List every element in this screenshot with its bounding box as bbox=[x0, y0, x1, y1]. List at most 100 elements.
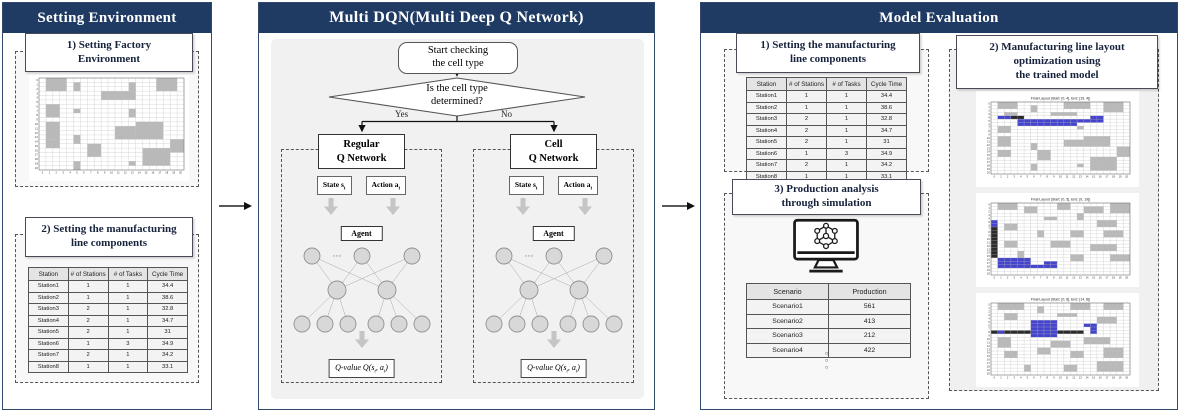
svg-text:17: 17 bbox=[1105, 174, 1108, 178]
column-header: Cycle Time bbox=[147, 267, 188, 281]
svg-text:15: 15 bbox=[145, 170, 148, 174]
svg-text:8: 8 bbox=[988, 129, 990, 133]
svg-text:5: 5 bbox=[1026, 275, 1028, 279]
svg-text:19: 19 bbox=[172, 170, 175, 174]
svg-text:6: 6 bbox=[988, 122, 990, 126]
column-header: Cycle Time bbox=[866, 77, 907, 91]
section-title-production-analysis: 3) Production analysis through simulatio… bbox=[732, 179, 921, 215]
svg-text:17: 17 bbox=[986, 160, 989, 164]
table-cell: 2 bbox=[786, 159, 827, 172]
svg-text:9: 9 bbox=[1053, 275, 1055, 279]
table-cell: 34.7 bbox=[147, 314, 188, 327]
table-cell: 1 bbox=[67, 280, 109, 293]
svg-text:6: 6 bbox=[1033, 275, 1035, 279]
table-cell: Station6 bbox=[746, 147, 787, 160]
flowchart-connectors bbox=[328, 69, 586, 133]
input-arrows bbox=[281, 198, 442, 216]
svg-text:16: 16 bbox=[1098, 275, 1101, 279]
svg-text:0: 0 bbox=[36, 78, 38, 82]
table-cell: 34.7 bbox=[866, 124, 907, 137]
table-cell: Station3 bbox=[28, 303, 69, 316]
table-cell: 1 bbox=[67, 360, 109, 373]
svg-text:8: 8 bbox=[36, 113, 38, 117]
table-cell: 413 bbox=[828, 313, 911, 329]
thick-down-arrow-icon bbox=[385, 198, 400, 215]
svg-text:15: 15 bbox=[986, 153, 989, 157]
svg-text:12: 12 bbox=[124, 170, 127, 174]
svg-text:19: 19 bbox=[986, 267, 989, 271]
svg-text:7: 7 bbox=[988, 326, 990, 330]
svg-text:8: 8 bbox=[1046, 275, 1048, 279]
svg-text:17: 17 bbox=[986, 261, 989, 265]
svg-text:3: 3 bbox=[1013, 375, 1015, 379]
svg-text:0: 0 bbox=[993, 275, 995, 279]
svg-text:1: 1 bbox=[1000, 275, 1002, 279]
table-cell: Station2 bbox=[746, 101, 787, 114]
svg-text:Final Layout (Start: [0, 8], E: Final Layout (Start: [0, 8], End: [14, 8… bbox=[1030, 297, 1089, 301]
svg-text:9: 9 bbox=[36, 117, 38, 121]
svg-text:12: 12 bbox=[1072, 174, 1075, 178]
table-cell: 34.4 bbox=[866, 90, 907, 103]
svg-text:16: 16 bbox=[151, 170, 154, 174]
table-cell: 2 bbox=[67, 303, 109, 316]
table-cell: 1 bbox=[786, 101, 827, 114]
table-cell: 2 bbox=[786, 136, 827, 149]
table-cell: Station2 bbox=[28, 291, 69, 304]
svg-text:20: 20 bbox=[35, 165, 38, 169]
svg-text:14: 14 bbox=[35, 139, 38, 143]
table-cell: Station5 bbox=[746, 136, 787, 149]
start-node: Start checking the cell type bbox=[398, 42, 518, 74]
svg-text:19: 19 bbox=[35, 161, 38, 165]
state-action-row: State st Action at bbox=[281, 176, 442, 195]
svg-text:13: 13 bbox=[986, 247, 989, 251]
svg-text:2: 2 bbox=[988, 209, 990, 213]
section-title-factory-env: 1) Setting Factory Environment bbox=[25, 33, 193, 72]
svg-text:19: 19 bbox=[1118, 275, 1121, 279]
svg-text:20: 20 bbox=[986, 371, 989, 375]
svg-text:Final Layout (Start: [0, 4], E: Final Layout (Start: [0, 4], End: [15, 4… bbox=[1030, 96, 1089, 100]
svg-text:4: 4 bbox=[988, 115, 990, 119]
table-cell: 2 bbox=[786, 124, 827, 137]
svg-text:9: 9 bbox=[104, 170, 106, 174]
table-cell: 32.8 bbox=[866, 113, 907, 126]
svg-text:3: 3 bbox=[36, 91, 38, 95]
table-cell: Station8 bbox=[28, 360, 69, 373]
svg-text:12: 12 bbox=[1072, 375, 1075, 379]
svg-text:17: 17 bbox=[35, 152, 38, 156]
svg-text:3: 3 bbox=[62, 170, 64, 174]
output-arrow bbox=[546, 331, 562, 354]
svg-text:2: 2 bbox=[1006, 174, 1008, 178]
column-header: Scenario bbox=[746, 283, 829, 300]
svg-text:13: 13 bbox=[35, 135, 38, 139]
action-box: Action at bbox=[365, 176, 407, 195]
svg-text:17: 17 bbox=[158, 170, 161, 174]
svg-text:4: 4 bbox=[36, 95, 38, 99]
svg-text:4: 4 bbox=[1020, 375, 1022, 379]
svg-text:11: 11 bbox=[987, 240, 990, 244]
panel-model-evaluation: Model Evaluation 1) Setting the manufact… bbox=[700, 2, 1178, 410]
svg-text:10: 10 bbox=[986, 237, 989, 241]
svg-text:16: 16 bbox=[1098, 375, 1101, 379]
svg-text:3: 3 bbox=[988, 213, 990, 217]
svg-text:8: 8 bbox=[1046, 375, 1048, 379]
svg-text:8: 8 bbox=[988, 230, 990, 234]
table-cell: 1 bbox=[107, 280, 149, 293]
panel1-header: Setting Environment bbox=[3, 3, 211, 33]
svg-text:11: 11 bbox=[1065, 375, 1068, 379]
svg-text:14: 14 bbox=[1085, 275, 1088, 279]
svg-text:9: 9 bbox=[988, 132, 990, 136]
decision-label: Is the cell type determined? bbox=[426, 83, 488, 108]
svg-text:5: 5 bbox=[1026, 174, 1028, 178]
svg-text:5: 5 bbox=[1026, 375, 1028, 379]
svg-text:14: 14 bbox=[986, 250, 989, 254]
